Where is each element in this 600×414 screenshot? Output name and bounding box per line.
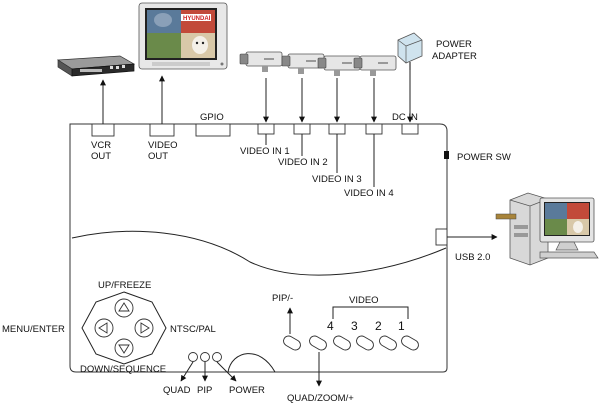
svg-text:VCR: VCR [91, 140, 111, 151]
power-adapter-icon [397, 32, 423, 70]
label-video-in-3: VIDEO IN 3 [312, 174, 362, 185]
video-2-button[interactable] [378, 334, 399, 352]
dpad-left-button[interactable] [94, 318, 114, 338]
label-quad-zoom-plus: QUAD/ZOOM/+ [287, 393, 354, 404]
svg-text:DC IN: DC IN [392, 112, 418, 123]
dpad-right-button[interactable] [134, 318, 154, 338]
pip-minus-button[interactable] [282, 334, 303, 352]
video-1-button[interactable] [400, 334, 421, 352]
label-video-in-4: VIDEO IN 4 [344, 188, 394, 199]
cctv-camera-4 [353, 55, 397, 76]
cctv-camera-2 [281, 53, 325, 74]
video-4-button[interactable] [332, 334, 353, 352]
dpad [81, 291, 167, 365]
quad-zoom-plus-button[interactable] [308, 334, 329, 352]
power-adapter-label-line2: ADAPTER [432, 51, 477, 62]
port-dc-in[interactable]: DC IN [392, 112, 419, 135]
svg-text:HYUNDAI: HYUNDAI [183, 16, 211, 22]
device-body [69, 123, 448, 373]
svg-text:OUT: OUT [91, 151, 111, 162]
cctv-camera-3 [317, 55, 361, 76]
led-power [212, 352, 222, 362]
svg-text:OUT: OUT [148, 151, 168, 162]
port-video-in-4[interactable] [365, 123, 383, 135]
video-3-button[interactable] [355, 334, 376, 352]
label-video-num-1: 1 [398, 319, 405, 333]
label-led-quad: QUAD [163, 385, 191, 396]
label-ntsc-pal: NTSC/PAL [170, 324, 216, 335]
led-pip [200, 352, 210, 362]
dpad-down-button[interactable] [114, 338, 134, 358]
svg-text:VIDEO: VIDEO [148, 140, 178, 151]
tv-icon: HYUNDAI [138, 2, 228, 70]
port-vcr-out[interactable]: VCR OUT [91, 123, 115, 162]
led-quad [188, 352, 198, 362]
label-video-num-2: 2 [375, 319, 382, 333]
port-video-in-2[interactable] [293, 123, 311, 135]
svg-text:POWER SW: POWER SW [457, 152, 511, 163]
dpad-up-button[interactable] [114, 298, 134, 318]
svg-text:GPIO: GPIO [200, 112, 224, 123]
label-menu-enter: MENU/ENTER [2, 324, 65, 335]
cctv-camera-1 [239, 51, 283, 72]
desktop-computer-icon [495, 192, 599, 266]
port-video-in-1[interactable] [257, 123, 275, 135]
port-gpio[interactable]: GPIO [195, 112, 231, 137]
label-video-in-1: VIDEO IN 1 [240, 146, 290, 157]
label-down-sequence: DOWN/SEQUENCE [80, 364, 166, 375]
label-up-freeze: UP/FREEZE [98, 280, 151, 291]
label-video-num-4: 4 [327, 319, 334, 333]
label-video-group: VIDEO [349, 295, 379, 306]
vcr-icon [56, 55, 136, 77]
port-video-in-3[interactable] [328, 123, 346, 135]
label-video-in-2: VIDEO IN 2 [278, 157, 328, 168]
label-led-power: POWER [229, 385, 265, 396]
svg-text:USB 2.0: USB 2.0 [455, 252, 490, 263]
power-switch[interactable]: POWER SW [444, 151, 511, 163]
power-adapter-label-line1: POWER [436, 39, 472, 50]
label-pip-minus: PIP/- [272, 293, 293, 304]
label-led-pip: PIP [197, 385, 212, 396]
label-video-num-3: 3 [351, 319, 358, 333]
